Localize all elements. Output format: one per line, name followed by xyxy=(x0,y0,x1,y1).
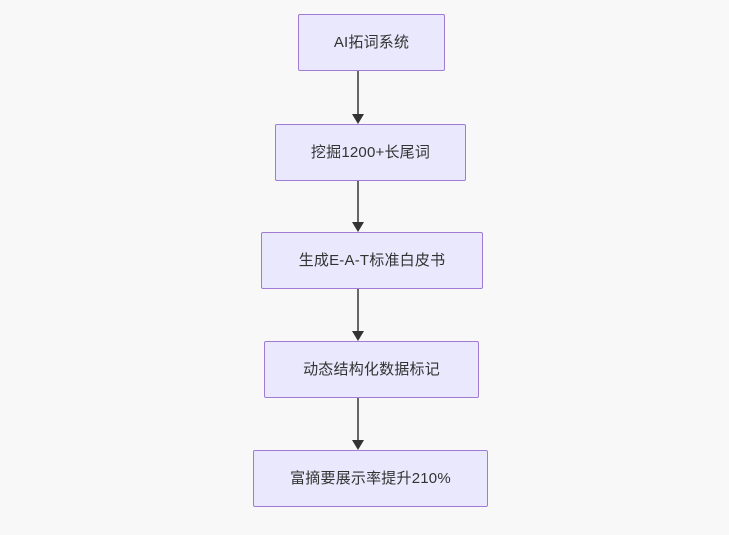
flow-node-label: AI拓词系统 xyxy=(333,33,410,51)
flow-edge-arrowhead xyxy=(352,114,364,124)
flow-node-n2[interactable]: 挖掘1200+长尾词 xyxy=(275,124,466,181)
flow-edge-arrowhead xyxy=(352,222,364,232)
flow-node-n4[interactable]: 动态结构化数据标记 xyxy=(264,341,479,398)
flow-node-n5[interactable]: 富摘要展示率提升210% xyxy=(253,450,488,507)
flow-edge xyxy=(345,71,371,124)
flow-node-label: 动态结构化数据标记 xyxy=(303,360,440,378)
flow-edge xyxy=(345,289,371,341)
flow-edge xyxy=(345,398,371,450)
flow-edge xyxy=(345,181,371,232)
flow-edge-arrowhead xyxy=(352,331,364,341)
flow-node-n1[interactable]: AI拓词系统 xyxy=(298,14,445,71)
flow-edge-arrowhead xyxy=(352,440,364,450)
flow-node-label: 富摘要展示率提升210% xyxy=(290,469,451,487)
flow-node-label: 生成E-A-T标准白皮书 xyxy=(298,251,446,269)
flow-node-label: 挖掘1200+长尾词 xyxy=(310,143,431,161)
flow-node-n3[interactable]: 生成E-A-T标准白皮书 xyxy=(261,232,483,289)
